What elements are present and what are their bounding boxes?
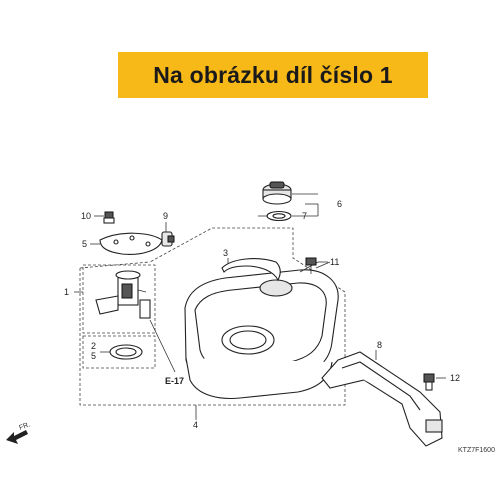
callout-2: 2 — [91, 341, 96, 351]
callout-5-bottom: 5 — [91, 351, 96, 361]
reference-e17: E-17 — [165, 376, 184, 386]
connector-9 — [161, 231, 175, 247]
fuel-tank — [184, 261, 339, 400]
callout-4: 4 — [193, 420, 198, 430]
callout-1: 1 — [64, 287, 69, 297]
pump-seal — [109, 344, 143, 360]
front-arrow-icon: FR. — [6, 421, 31, 444]
diagram-code: KTZ7F1600 — [458, 447, 495, 454]
tank-bracket — [321, 351, 443, 447]
fuel-pump — [95, 270, 151, 319]
part-number-banner: Na obrázku díl číslo 1 — [118, 52, 428, 98]
front-direction-label: FR. — [18, 421, 31, 431]
callout-6: 6 — [337, 199, 342, 209]
bolt-12 — [423, 373, 435, 391]
bolt-11 — [305, 257, 317, 274]
callout-12: 12 — [450, 373, 460, 383]
callout-8: 8 — [377, 340, 382, 350]
callout-11: 11 — [330, 257, 339, 267]
bolt-10 — [103, 211, 115, 224]
callout-10: 10 — [81, 211, 91, 221]
callout-3: 3 — [223, 248, 228, 258]
fuel-pump-frame — [82, 264, 156, 334]
callout-9: 9 — [163, 211, 168, 221]
cap-gasket — [266, 210, 292, 222]
callout-7: 7 — [302, 211, 307, 221]
callout-5-top: 5 — [82, 239, 87, 249]
mounting-plate — [99, 232, 163, 255]
seal-frame — [82, 335, 156, 369]
fuel-cap — [262, 181, 292, 205]
tank-band — [221, 258, 281, 282]
